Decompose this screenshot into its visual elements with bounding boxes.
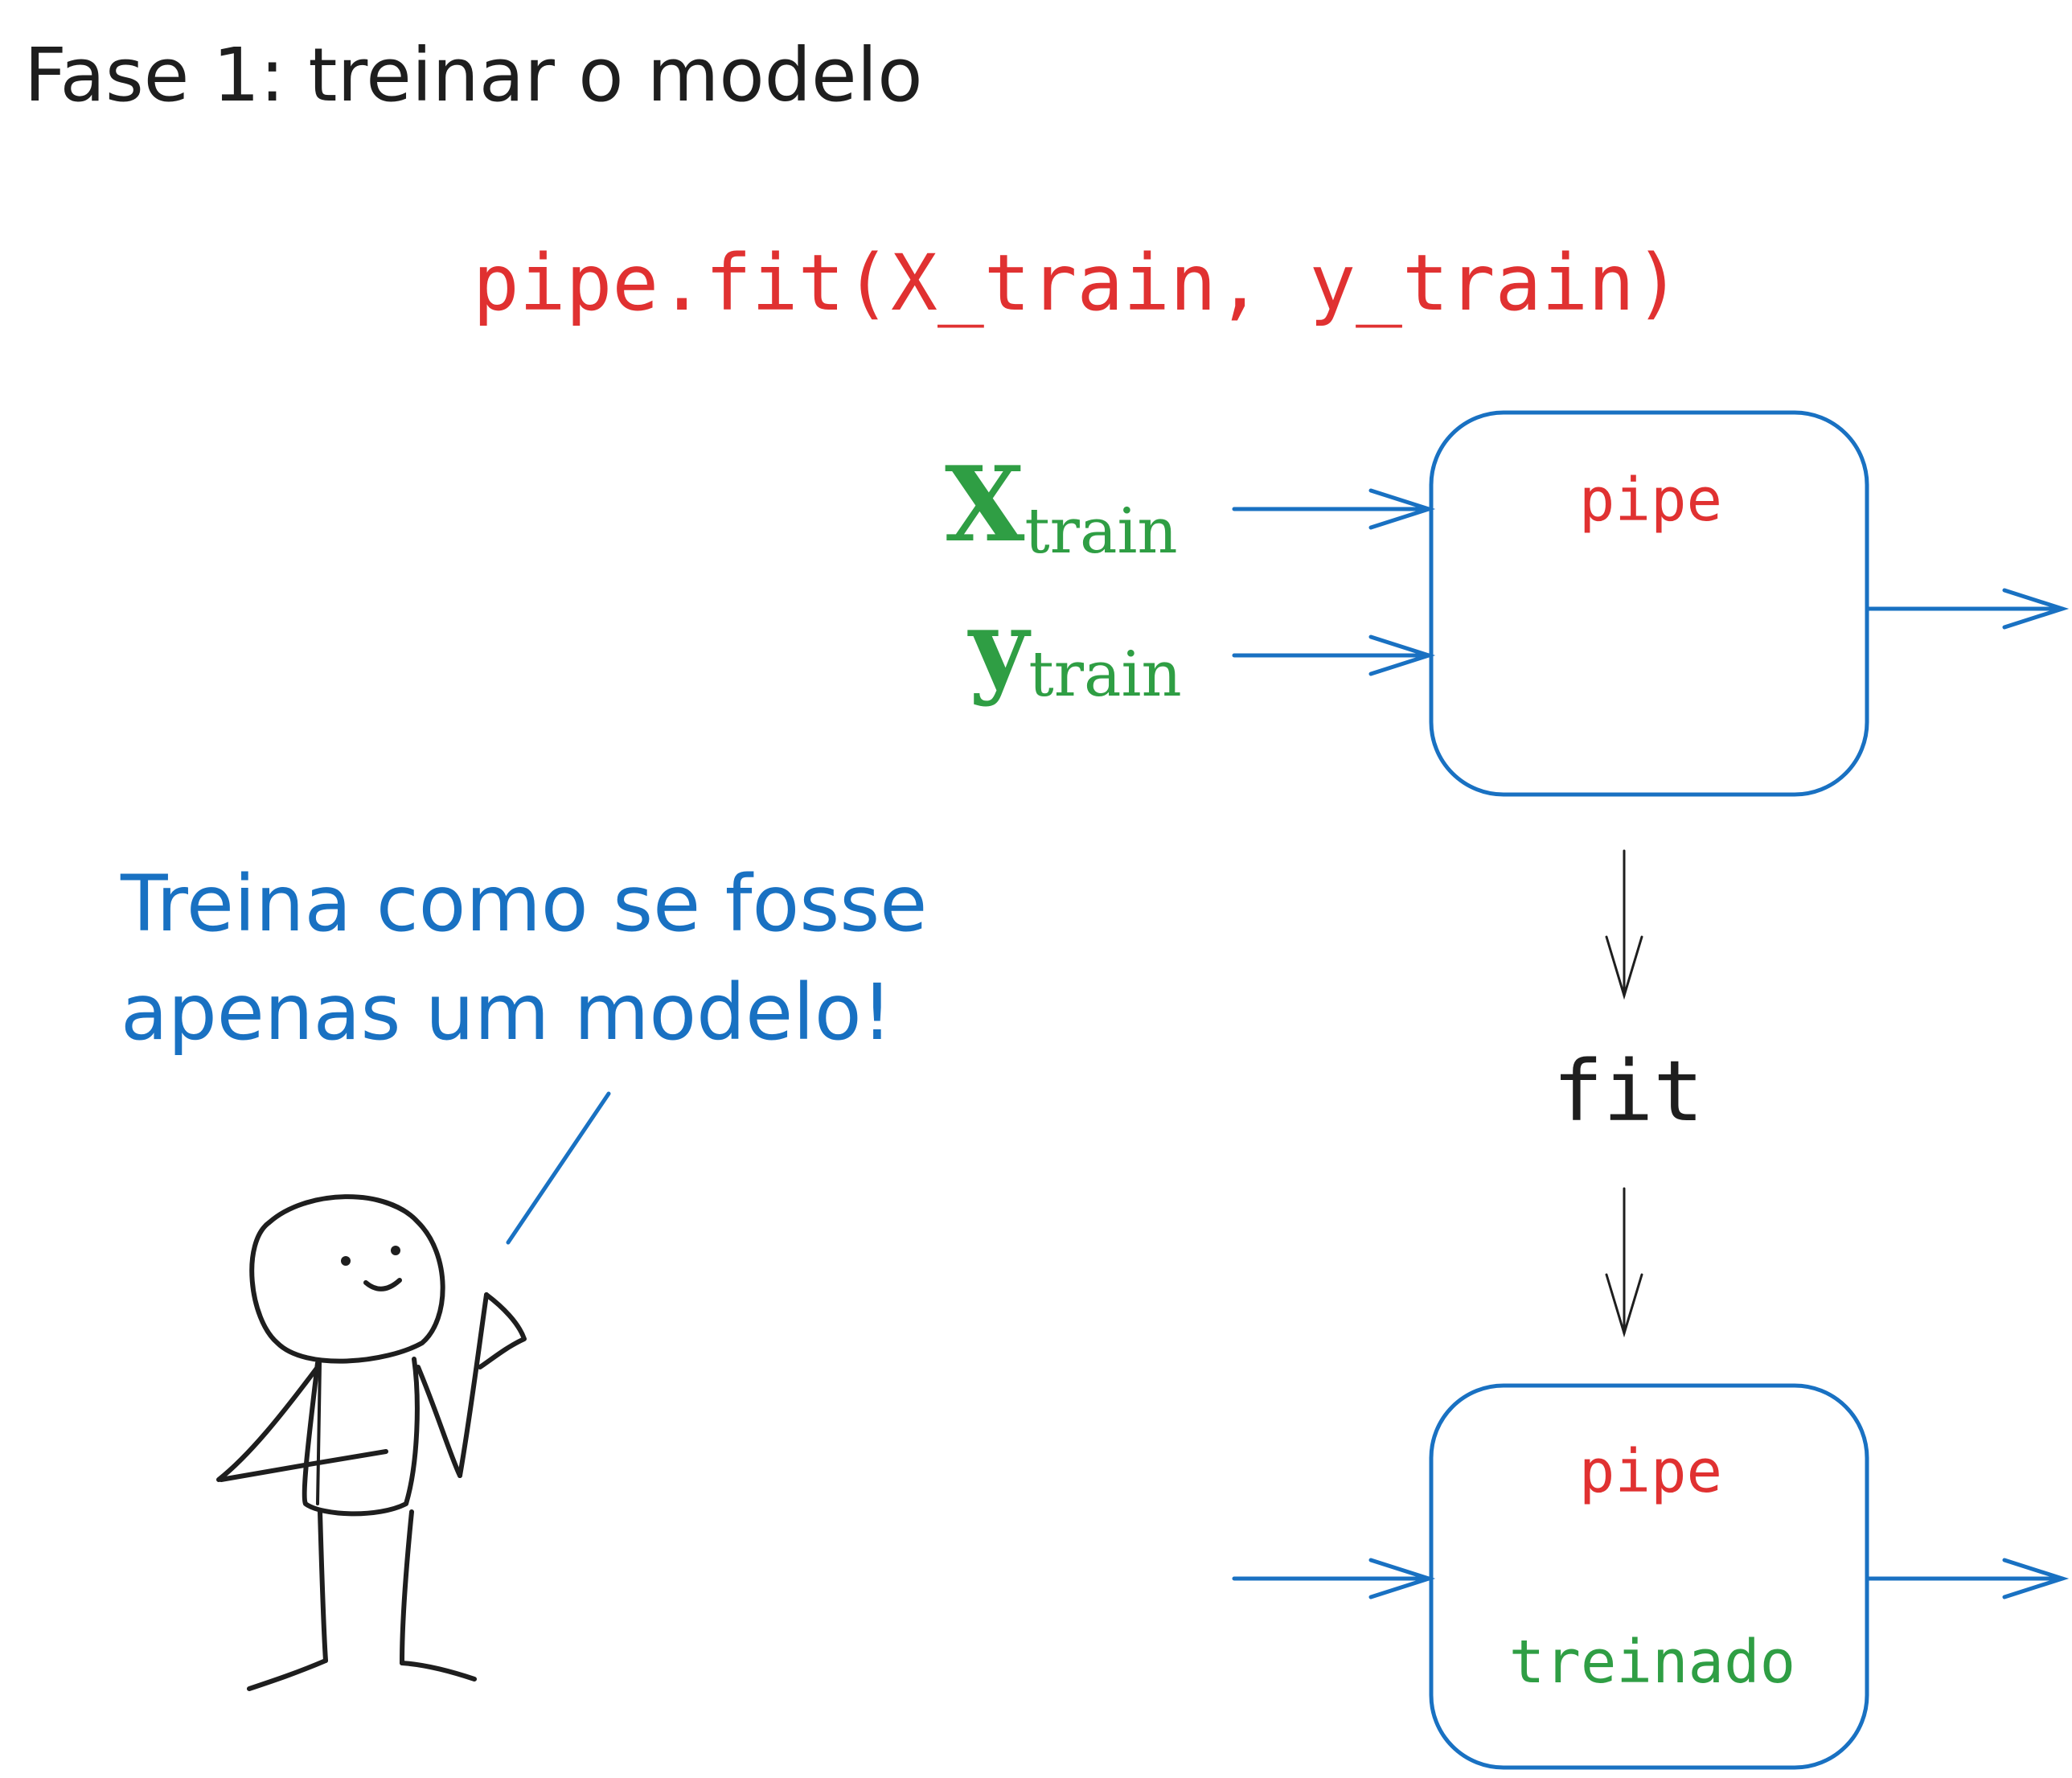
pipe-box-top <box>1429 410 1869 797</box>
fit-label: fit <box>1553 1042 1704 1140</box>
speech-pointer <box>506 1091 611 1245</box>
page-title: Fase 1: treinar o modelo <box>24 32 922 118</box>
y-subscript: train <box>1028 639 1181 711</box>
bottom-output-arrow <box>1866 1558 2070 1599</box>
x-input-arrow <box>1232 488 1436 530</box>
bottom-input-arrow <box>1232 1558 1436 1599</box>
x-train-label: Xtrain <box>945 445 1178 568</box>
y-train-label: ytrain <box>967 588 1182 711</box>
stick-figure <box>216 1194 527 1691</box>
fit-in-arrow <box>1605 849 1643 1000</box>
fit-out-arrow <box>1605 1187 1643 1338</box>
speech-line-2: apenas um modelo! <box>121 967 892 1057</box>
top-output-arrow <box>1866 588 2070 630</box>
pipe-box-top-label: pipe <box>1579 466 1722 535</box>
y-symbol: y <box>967 588 1032 708</box>
speech-line-1: Treina como se fosse <box>120 859 927 949</box>
pipe-box-bottom <box>1429 1383 1869 1770</box>
pipe-box-bottom-status: treinado <box>1509 1628 1795 1697</box>
y-input-arrow <box>1232 634 1436 676</box>
x-subscript: train <box>1024 495 1177 568</box>
x-symbol: X <box>945 445 1025 565</box>
pipe-box-bottom-label: pipe <box>1579 1437 1722 1506</box>
code-line: pipe.fit(X_train, y_train) <box>473 238 1681 328</box>
